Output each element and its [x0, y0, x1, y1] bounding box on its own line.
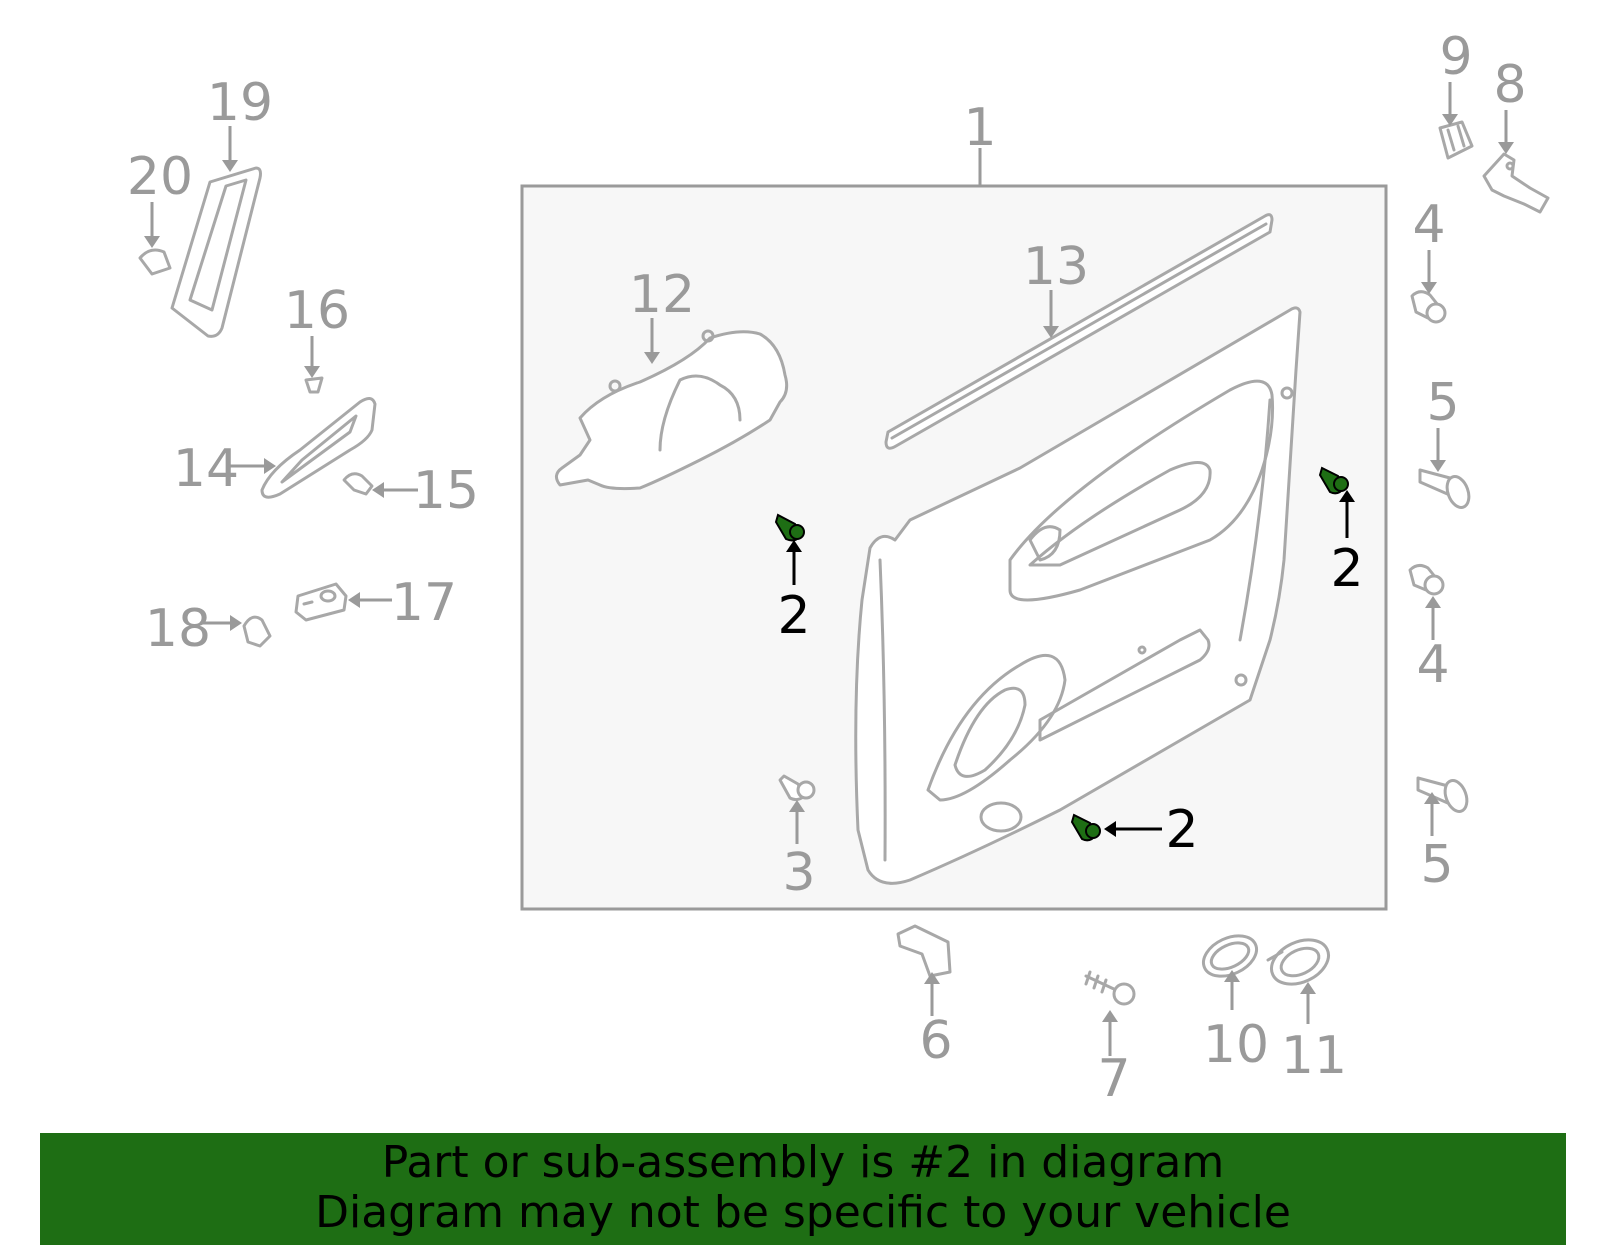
clip-part-4a[interactable] — [1410, 290, 1447, 324]
banner-line-2: Diagram may not be specific to your vehi… — [315, 1187, 1291, 1238]
callout-2c-arrow — [1104, 821, 1116, 837]
callout-18-arrow — [230, 615, 242, 631]
parts-diagram: 1 2 2 2 3 4 4 5 5 6 7 8 9 10 11 12 13 14… — [127, 27, 1550, 1109]
callout-1: 1 — [963, 98, 996, 158]
callout-10: 10 — [1203, 1015, 1269, 1075]
callout-10-arrow — [1224, 970, 1240, 982]
plug-part-10[interactable] — [1197, 928, 1263, 984]
door-trim-panel[interactable] — [854, 306, 1302, 885]
callout-8: 8 — [1493, 55, 1526, 115]
callout-2c: 2 — [1165, 800, 1198, 860]
clip-part-2b[interactable] — [1318, 466, 1349, 495]
callout-5b: 5 — [1420, 835, 1453, 895]
callout-3: 3 — [782, 843, 815, 903]
window-switch-part-17[interactable] — [294, 582, 348, 622]
callout-20-arrow — [144, 236, 160, 248]
callout-5a-arrow — [1430, 460, 1446, 472]
callout-6: 6 — [919, 1011, 952, 1071]
callout-9: 9 — [1439, 27, 1472, 87]
callout-2b-arrow — [1339, 490, 1355, 502]
callout-7-arrow — [1102, 1010, 1118, 1022]
callout-17-arrow — [348, 592, 360, 608]
screw-part-5a[interactable] — [1418, 468, 1473, 510]
clip-part-20[interactable] — [138, 248, 172, 276]
callout-15-arrow — [372, 482, 384, 498]
bracket-part-8[interactable] — [1482, 152, 1550, 214]
callout-17: 17 — [391, 573, 457, 633]
callout-9-arrow — [1442, 114, 1458, 126]
clip-part-15[interactable] — [342, 472, 374, 496]
callout-13: 13 — [1023, 237, 1089, 297]
callout-19-arrow — [222, 160, 238, 172]
weatherstrip-part[interactable] — [884, 213, 1274, 450]
callout-16: 16 — [284, 281, 350, 341]
callout-18: 18 — [145, 599, 211, 659]
banner-line-1: Part or sub-assembly is #2 in diagram — [381, 1137, 1225, 1188]
callout-4b-arrow — [1425, 596, 1441, 608]
plug-part-11[interactable] — [1264, 931, 1335, 993]
callout-4a: 4 — [1412, 195, 1445, 255]
callout-14: 14 — [173, 439, 239, 499]
callout-15: 15 — [413, 461, 479, 521]
callout-6-arrow — [924, 972, 940, 984]
callout-5a: 5 — [1426, 373, 1459, 433]
callout-4a-arrow — [1421, 282, 1437, 294]
nut-clip-part-9[interactable] — [1438, 120, 1474, 160]
callout-2a-arrow — [786, 540, 802, 552]
callout-12: 12 — [629, 265, 695, 325]
retainer-part-6[interactable] — [896, 924, 952, 978]
clip-part-18[interactable] — [242, 615, 272, 648]
callout-2b: 2 — [1330, 539, 1363, 599]
callout-5b-arrow — [1424, 792, 1440, 804]
clip-part-16[interactable] — [304, 376, 324, 394]
switch-bezel-part-14[interactable] — [260, 397, 377, 499]
callout-19: 19 — [207, 73, 273, 133]
screw-part-5b[interactable] — [1416, 776, 1471, 815]
callout-16-arrow — [304, 366, 320, 378]
callout-11: 11 — [1281, 1026, 1347, 1086]
callout-20: 20 — [127, 147, 193, 207]
callout-7: 7 — [1097, 1049, 1130, 1109]
clip-part-4b[interactable] — [1408, 563, 1445, 596]
callout-13-arrow — [1043, 326, 1059, 338]
callout-3-arrow — [789, 800, 805, 812]
callout-4b: 4 — [1416, 635, 1449, 695]
watershield-part[interactable] — [555, 329, 789, 491]
trim-panel-part-19[interactable] — [170, 166, 262, 338]
clip-part-3[interactable] — [778, 774, 816, 802]
callout-2a: 2 — [777, 586, 810, 646]
callout-12-arrow — [644, 352, 660, 364]
callout-14-arrow — [264, 458, 276, 474]
clip-part-2c[interactable] — [1070, 813, 1101, 842]
bolt-part-7[interactable] — [1084, 970, 1136, 1006]
callout-8-arrow — [1498, 142, 1514, 154]
info-banner: Part or sub-assembly is #2 in diagram Di… — [40, 1133, 1566, 1245]
callout-11-arrow — [1300, 982, 1316, 994]
